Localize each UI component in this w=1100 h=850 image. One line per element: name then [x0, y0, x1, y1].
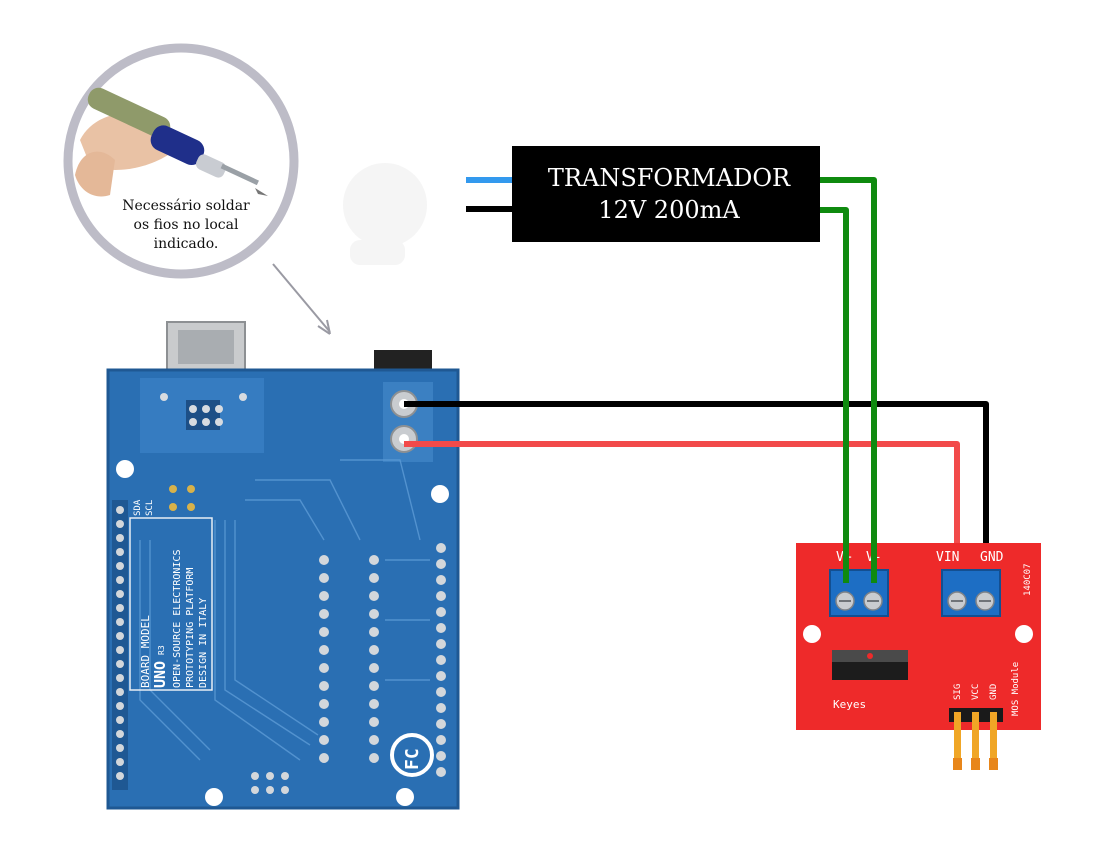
mos-label-vin: VIN: [936, 550, 959, 565]
transformer-rating: 12V 200mA: [598, 196, 740, 224]
silk-board-model: BOARD MODEL: [139, 615, 152, 688]
mos-pin-vcc-label: VCC: [971, 684, 981, 700]
left-header: [112, 500, 128, 790]
mount-hole: [116, 460, 134, 478]
soldering-iron-icon: [75, 87, 268, 197]
wire-green-v-minus: [820, 207, 849, 583]
silk-tagline-1: OPEN-SOURCE ELECTRONICS: [172, 550, 183, 688]
callout-text-line3: indicado.: [154, 236, 219, 252]
transformer-body: [512, 146, 820, 242]
silk-tagline-3: DESIGN IN ITALY: [198, 598, 209, 688]
mos-label-gnd: GND: [980, 550, 1004, 565]
arduino-uno-board: SDA SCL BOARD MODEL UNO R3 OPEN-SOURCE E…: [106, 321, 460, 810]
mos-chip-code: 140C07: [1023, 563, 1033, 596]
mount-hole: [205, 788, 223, 806]
silk-revision: R3: [157, 645, 166, 655]
right-header: [436, 543, 446, 777]
faded-plug-ghost: [343, 163, 427, 265]
mos-module-name: MOS Module: [1011, 662, 1021, 716]
signal-header-pins: [949, 708, 1003, 770]
silk-sda: SDA: [133, 499, 143, 516]
callout-text-line1: Necessário soldar: [122, 198, 250, 214]
pcb: [108, 370, 458, 808]
terminal-block-output: [829, 569, 889, 617]
silk-scl: SCL: [145, 500, 155, 516]
mos-brand: Keyes: [833, 698, 866, 711]
callout-text-line2: os fios no local: [134, 217, 239, 233]
wire-black-gnd: [404, 401, 989, 583]
microcontroller-pads: [319, 555, 379, 763]
solder-callout: Necessário soldar os fios no local indic…: [63, 43, 299, 279]
dc-jack: [374, 350, 432, 372]
mos-mount-hole: [803, 625, 821, 643]
wire-green-v-plus: [820, 177, 877, 583]
silk-tagline-2: PROTOTYPING PLATFORM: [185, 568, 196, 688]
mos-module: V+ V- VIN GND 140C07 Keyes SIG VCC: [796, 543, 1041, 770]
silk-model-uno: UNO: [151, 661, 169, 688]
mos-pin-gnd-label: GND: [989, 684, 999, 700]
transformer: TRANSFORMADOR 12V 200mA: [466, 146, 820, 242]
mount-hole: [431, 485, 449, 503]
callout-arrow: [272, 263, 331, 335]
svg-text:FC: FC: [402, 748, 423, 770]
mos-mount-hole: [1015, 625, 1033, 643]
mosfet-chip: [832, 650, 908, 680]
mos-pin-sig-label: SIG: [953, 684, 963, 700]
wire-red-vin: [404, 441, 960, 583]
terminal-block-input: [941, 569, 1001, 617]
fc-mark-icon: FC: [390, 733, 434, 777]
mount-hole: [396, 788, 414, 806]
transformer-label: TRANSFORMADOR: [548, 164, 791, 192]
